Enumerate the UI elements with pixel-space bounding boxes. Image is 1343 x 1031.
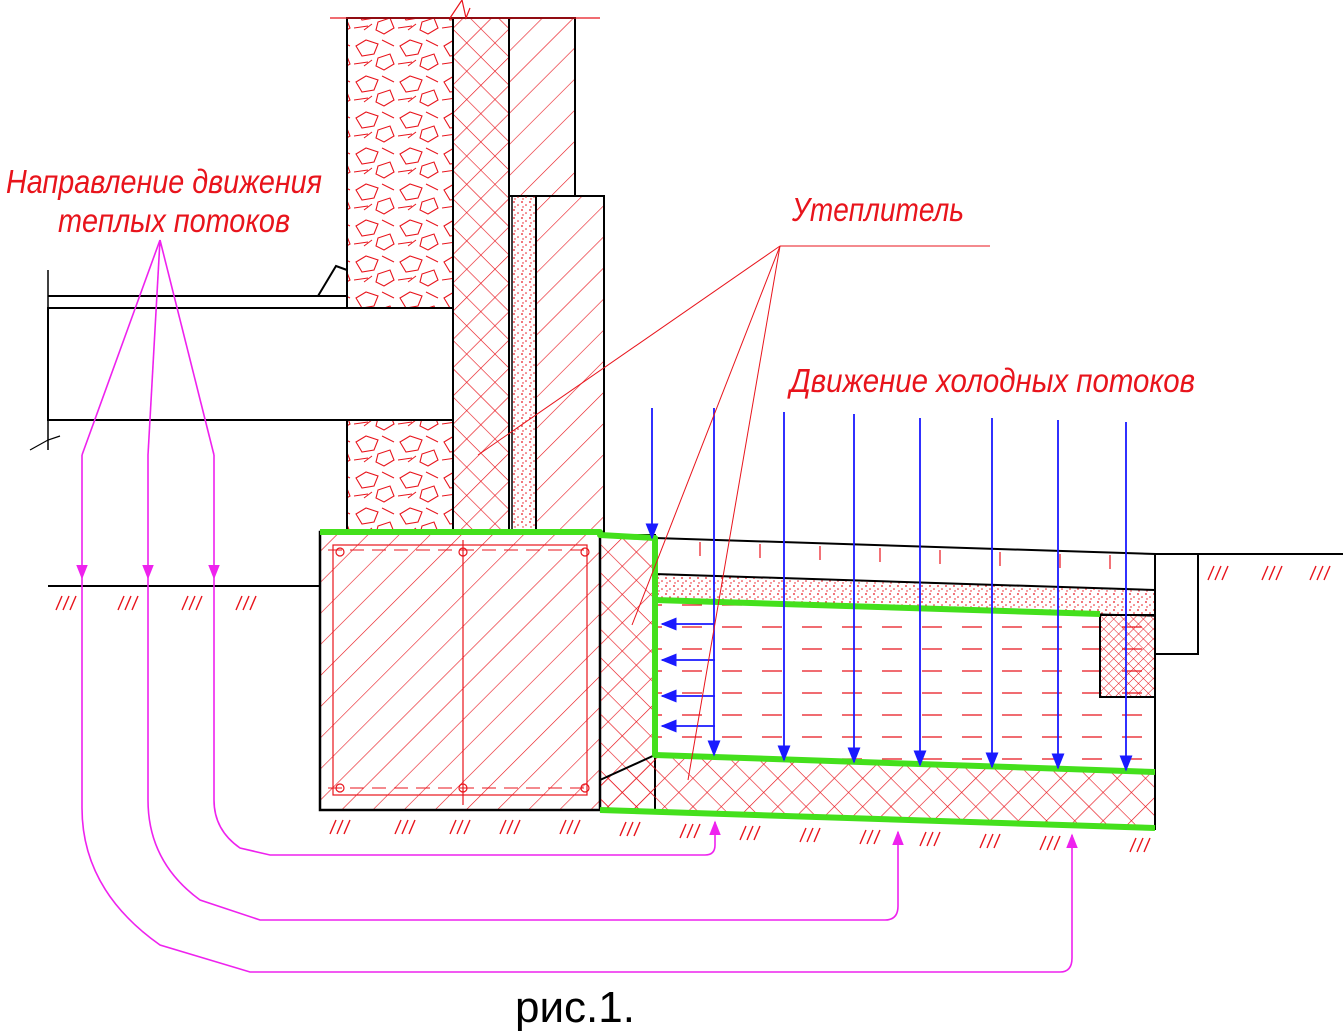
ground-hatch-mark — [933, 831, 941, 847]
ground-hatch-mark — [408, 819, 416, 835]
insulation-leaders — [477, 245, 990, 781]
ground-hatch-mark — [249, 595, 257, 611]
warm-flow-arrows — [76, 239, 1078, 973]
facing-layer-upper — [508, 17, 576, 197]
ground-hatch-mark — [235, 595, 243, 611]
ground-hatch-mark — [1046, 835, 1054, 851]
ground-hatch-mark — [1261, 565, 1269, 581]
warm-flow-label-line1: Направление движения — [6, 163, 322, 200]
ground-hatch-mark — [926, 831, 934, 847]
figure-caption: рис.1. — [515, 983, 635, 1031]
ground-hatch-mark — [401, 819, 409, 835]
ground-hatch-mark — [456, 819, 464, 835]
ground-hatch-mark — [1214, 565, 1222, 581]
blind-area — [599, 534, 1199, 830]
plinth-facing — [535, 195, 605, 533]
ground-hatch-mark — [463, 819, 471, 835]
ground-hatch-mark — [1323, 565, 1331, 581]
foundation-block — [318, 530, 602, 812]
ground-hatch-mark — [1039, 835, 1047, 851]
ground-hatch-mark — [394, 819, 402, 835]
ground-hatch-mark — [799, 827, 807, 843]
aerated-block-layer-lower — [346, 419, 454, 533]
ground-hatch-mark — [919, 831, 927, 847]
ground-hatch-mark — [686, 823, 694, 839]
ground-level — [48, 553, 1343, 853]
cold-flow-arrows — [645, 408, 1133, 772]
ground-hatch-mark — [746, 825, 754, 841]
ground-hatch-mark — [559, 819, 567, 835]
ground-hatch-mark — [336, 819, 344, 835]
gravel-layer — [655, 600, 1155, 772]
ground-hatch-mark — [813, 827, 821, 843]
insulation-highlight — [320, 529, 1156, 831]
ground-hatch-mark — [131, 595, 139, 611]
insulation-label: Утеплитель — [791, 191, 964, 228]
ground-hatch-mark — [619, 821, 627, 837]
ground-hatch-mark — [181, 595, 189, 611]
ground-hatch-mark — [188, 595, 196, 611]
cold-flow-label: Движение холодных потоков — [786, 362, 1195, 399]
ground-hatch-mark — [979, 833, 987, 849]
ground-hatch-mark — [739, 825, 747, 841]
ground-hatch-mark — [242, 595, 250, 611]
ground-hatch-mark — [986, 833, 994, 849]
ground-hatch-mark — [859, 829, 867, 845]
ground-hatch-mark — [1136, 837, 1144, 853]
ground-hatch-mark — [1268, 565, 1276, 581]
ground-hatch-mark — [1129, 837, 1137, 853]
ground-hatch-mark — [62, 595, 70, 611]
ground-hatch-mark — [499, 819, 507, 835]
ground-hatch-mark — [1309, 565, 1317, 581]
ground-hatch-mark — [124, 595, 132, 611]
ground-hatch-mark — [1275, 565, 1283, 581]
ground-hatch-mark — [1143, 837, 1151, 853]
ground-hatch-mark — [993, 833, 1001, 849]
brick-layer — [452, 17, 510, 533]
ground-hatch-mark — [753, 825, 761, 841]
ground-hatch-mark — [1316, 565, 1324, 581]
ground-hatch-mark — [195, 595, 203, 611]
ground-hatch-mark — [806, 827, 814, 843]
ground-hatch-mark — [117, 595, 125, 611]
ground-hatch-mark — [1053, 835, 1061, 851]
ground-hatch-mark — [1207, 565, 1215, 581]
ground-hatch-mark — [506, 819, 514, 835]
ground-hatch-mark — [69, 595, 77, 611]
ground-hatch-mark — [866, 829, 874, 845]
ground-hatch-mark — [566, 819, 574, 835]
ground-hatch-mark — [573, 819, 581, 835]
ground-hatch-mark — [513, 819, 521, 835]
ground-hatch-mark — [329, 819, 337, 835]
ground-hatch-mark — [633, 821, 641, 837]
wall-structure — [330, 0, 605, 533]
ground-hatch-mark — [55, 595, 63, 611]
ground-hatch-mark — [626, 821, 634, 837]
ground-hatch-mark — [343, 819, 351, 835]
ground-hatch-mark — [679, 823, 687, 839]
aerated-block-layer — [346, 17, 454, 309]
ground-hatch-mark — [1221, 565, 1229, 581]
curb-stone — [1099, 614, 1156, 698]
warm-flow-label-line2: теплых потоков — [58, 202, 290, 239]
wall-insulation-strip — [511, 195, 537, 533]
curb-frame — [1155, 553, 1199, 655]
ground-hatch-mark — [873, 829, 881, 845]
ground-hatch-mark — [693, 823, 701, 839]
ground-hatch-mark — [449, 819, 457, 835]
